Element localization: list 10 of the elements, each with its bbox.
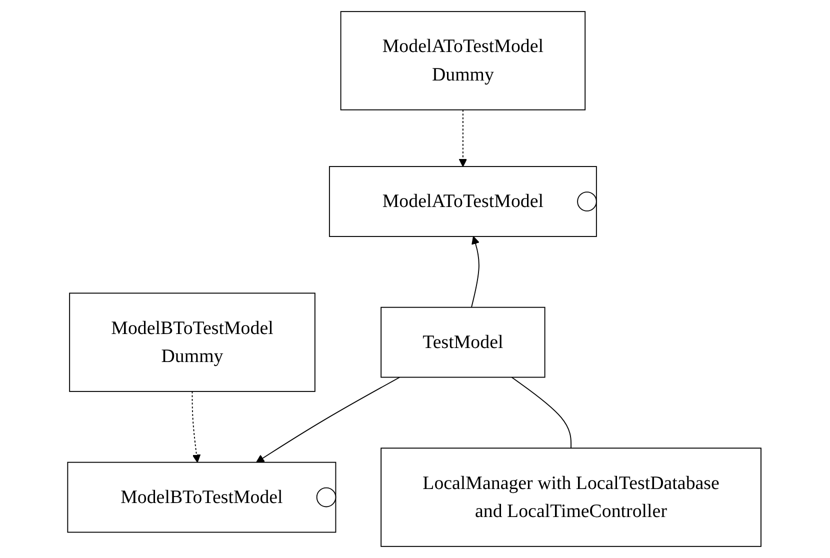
class-box: LocalManager with LocalTestDatabase and LocalTimeController xyxy=(380,448,762,547)
class-box: ModelBToTestModel Dummy xyxy=(68,292,316,392)
class-box: ModelBToTestModel xyxy=(66,462,336,533)
class-box: ModelAToTestModel Dummy xyxy=(340,11,586,110)
class-box: TestModel xyxy=(380,306,545,378)
arrow xyxy=(458,109,467,167)
arrow xyxy=(470,236,480,308)
class-box: ModelAToTestModel xyxy=(328,166,597,237)
arrow xyxy=(256,376,400,463)
arrow xyxy=(192,390,200,463)
